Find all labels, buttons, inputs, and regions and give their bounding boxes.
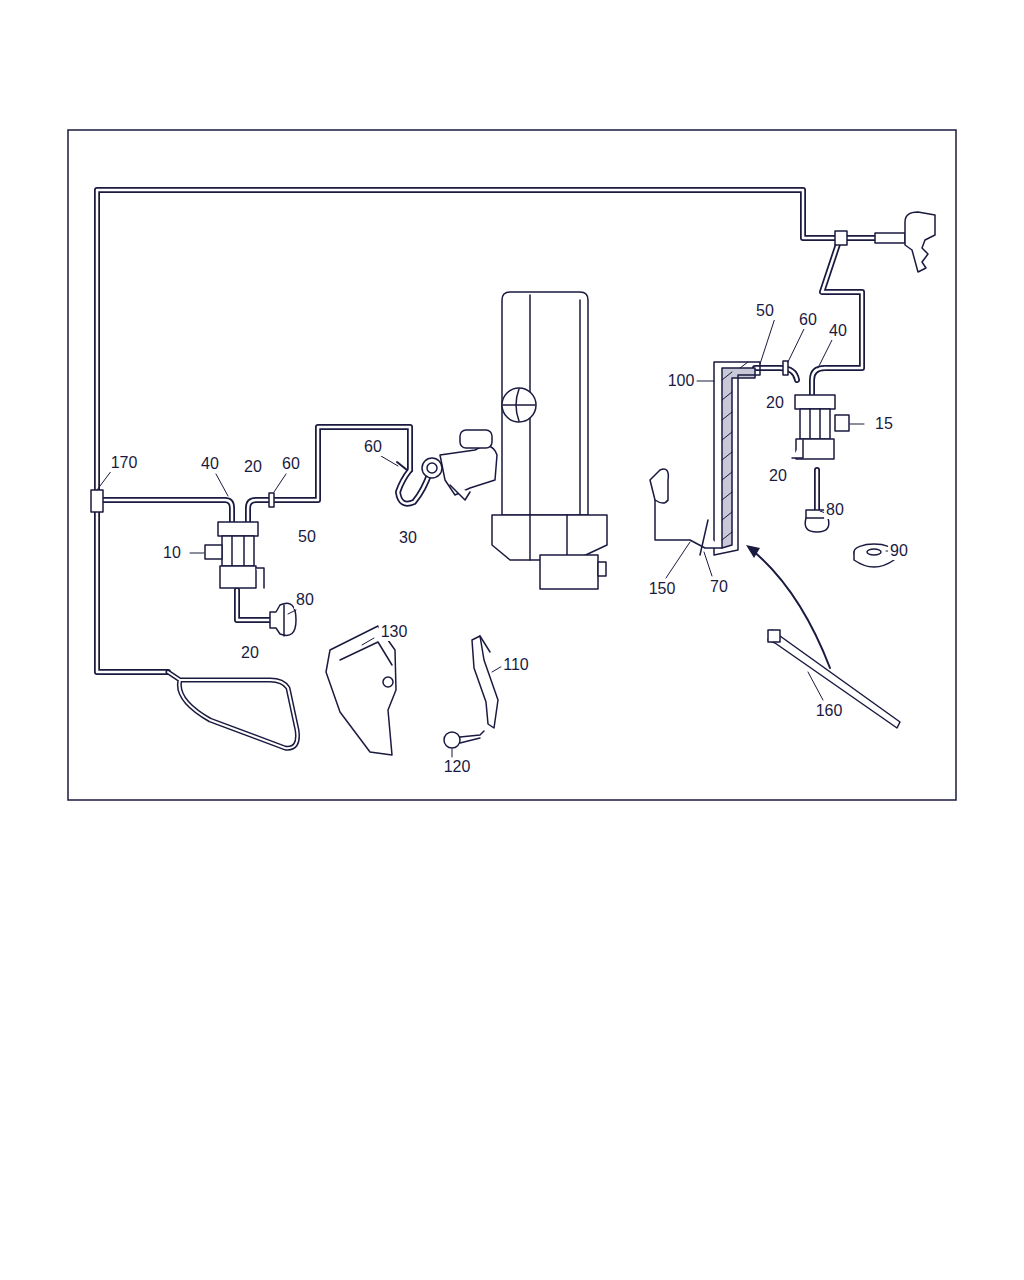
callout-number: 20 (767, 467, 789, 485)
callout-number: 120 (442, 758, 473, 776)
callout-number: 100 (666, 372, 697, 390)
callout-number: 40 (827, 322, 849, 340)
callout-number: 160 (814, 702, 845, 720)
callout-number: 90 (888, 542, 910, 560)
callout-number: 20 (764, 394, 786, 412)
callout-number: 150 (647, 580, 678, 598)
callout-number: 30 (397, 529, 419, 547)
callout-number: 60 (797, 311, 819, 329)
callout-number: 50 (754, 302, 776, 320)
callout-number: 50 (296, 528, 318, 546)
callout-number: 40 (199, 455, 221, 473)
callout-number: 15 (873, 415, 895, 433)
callout-number: 20 (239, 644, 261, 662)
callout-number: 80 (294, 591, 316, 609)
callout-number: 10 (161, 544, 183, 562)
callout-number: 110 (501, 656, 531, 674)
callout-number: 70 (708, 578, 730, 596)
callout-number: 170 (109, 454, 140, 472)
callout-number: 130 (379, 623, 410, 641)
callout-number: 80 (824, 501, 846, 519)
callout-number: 20 (242, 458, 264, 476)
callout-number: 60 (362, 438, 384, 456)
callout-number: 60 (280, 455, 302, 473)
